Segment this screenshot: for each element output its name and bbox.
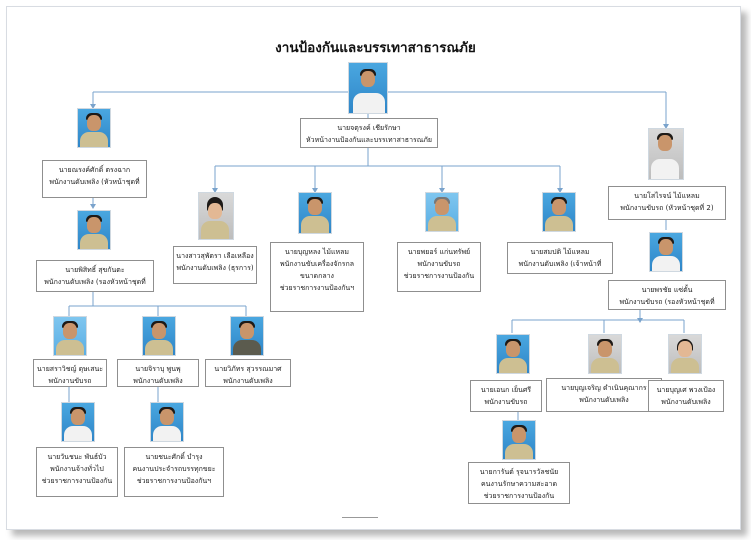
right2-box: นายพรชัย แซ่ตั้น พนักงานขับรถ (รองหัวหน้… xyxy=(608,280,726,310)
s2sub-name: นายชนะศักดิ์ บำรุง xyxy=(145,453,203,461)
s2-photo xyxy=(142,316,176,356)
head-name: นายจตุรงค์ เชียรักษา xyxy=(337,124,401,132)
r1sub-photo xyxy=(502,420,536,460)
m1-photo xyxy=(198,192,234,240)
s1sub-role: พนักงานจ้างทั่วไป xyxy=(50,465,104,473)
left2-role: พนักงานดับเพลิง (รองหัวหน้าชุดที่ xyxy=(44,278,146,286)
s1-role: พนักงานขับรถ xyxy=(48,377,92,385)
head-role: หัวหน้างานป้องกันและบรรเทาสาธารณภัย xyxy=(306,136,432,144)
r1sub-note: ช่วยราชการงานป้องกัน xyxy=(483,492,555,500)
m2-role: พนักงานขับเครื่องจักรกล xyxy=(279,260,355,268)
m2-role-cont: ขนาดกลาง xyxy=(300,272,334,280)
footer-divider xyxy=(342,517,378,518)
left1-photo xyxy=(77,108,111,148)
r2-name: นายบุญเจริญ ดำเนินคุณากร xyxy=(561,384,647,392)
m3-photo xyxy=(425,192,459,232)
r2-photo xyxy=(588,334,622,374)
s3-name: นายวิภัทร สุวรรณมาศ xyxy=(214,365,282,373)
s2sub-box: นายชนะศักดิ์ บำรุง คนงานประจำรถบรรทุกขยะ… xyxy=(124,447,224,497)
m3-role: พนักงานขับรถ xyxy=(417,260,461,268)
right2-name: นายพรชัย แซ่ตั้น xyxy=(641,286,693,294)
right1-photo xyxy=(648,128,684,180)
r3-role: พนักงานดับเพลิง xyxy=(661,398,711,406)
s1-box: นายสราวิชญ์ ดุษเสนะ พนักงานขับรถ xyxy=(33,359,107,387)
left2-photo xyxy=(77,210,111,250)
s2-box: นายจิราบุ พูนพุ พนักงานดับเพลิง xyxy=(117,359,199,387)
s2-name: นายจิราบุ พูนพุ xyxy=(135,365,181,373)
r3-photo xyxy=(668,334,702,374)
right1-role: พนักงานขับรถ (หัวหน้าชุดที่ 2) xyxy=(620,204,714,212)
m3-note: ช่วยราชการงานป้องกัน xyxy=(403,272,475,280)
s2sub-photo xyxy=(150,402,184,442)
s1sub-box: นายวันชนะ พันธ์บัว พนักงานจ้างทั่วไป ช่ว… xyxy=(36,447,118,497)
m2-note: ช่วยราชการงานป้องกันฯ xyxy=(279,284,355,292)
r1sub-name: นายการันต์ รุจนารวัลชนัย xyxy=(479,468,559,476)
m2-photo xyxy=(298,192,332,234)
m4-box: นายสมปติ ไม้แหลม พนักงานดับเพลิง (เจ้าหน… xyxy=(507,242,613,274)
left1-name: นายณรงค์ศักดิ์ ตรงฉาก xyxy=(58,166,131,174)
r1-photo xyxy=(496,334,530,374)
m2-name: นายบุญหลง ไม้แหลม xyxy=(285,248,349,256)
r2-role: พนักงานดับเพลิง xyxy=(579,396,629,404)
left1-box: นายณรงค์ศักดิ์ ตรงฉาก พนักงานดับเพลิง (ห… xyxy=(42,160,147,198)
s1sub-photo xyxy=(61,402,95,442)
r3-box: นายบุญเศ พวงเป้อง พนักงานดับเพลิง xyxy=(648,380,724,412)
left1-role: พนักงานดับเพลิง (หัวหน้าชุดที่ xyxy=(49,178,140,186)
s1sub-note: ช่วยราชการงานป้องกัน xyxy=(41,477,113,485)
m1-name: นางสาวสุพัตรา เลือเหลือง xyxy=(176,252,254,260)
m3-name: นายพยอร์ แก่นทรัพย์ xyxy=(407,248,471,256)
r1-role: พนักงานขับรถ xyxy=(484,398,528,406)
m4-name: นายสมปติ ไม้แหลม xyxy=(530,248,590,256)
r1-box: นายเอนก เย็นศรี พนักงานขับรถ xyxy=(470,380,542,412)
chart-title: งานป้องกันและบรรเทาสาธารณภัย xyxy=(275,40,476,56)
m3-box: นายพยอร์ แก่นทรัพย์ พนักงานขับรถ ช่วยราช… xyxy=(397,242,481,292)
s1-photo xyxy=(53,316,87,356)
right1-box: นายโสไรจน์ ไม้แหลม พนักงานขับรถ (หัวหน้า… xyxy=(608,186,726,220)
s3-photo xyxy=(230,316,264,356)
head-photo xyxy=(348,62,388,114)
s1-name: นายสราวิชญ์ ดุษเสนะ xyxy=(36,365,104,373)
r3-name: นายบุญเศ พวงเป้อง xyxy=(656,386,716,394)
right2-photo xyxy=(649,232,683,272)
left2-box: นายพิสิทธิ์ สุขกันตะ พนักงานดับเพลิง (รอ… xyxy=(36,260,154,292)
m4-role: พนักงานดับเพลิง (เจ้าหน้าที่ xyxy=(518,260,602,268)
m1-box: นางสาวสุพัตรา เลือเหลือง พนักงานดับเพลิง… xyxy=(173,246,257,284)
r1sub-box: นายการันต์ รุจนารวัลชนัย คนงานรักษาความส… xyxy=(468,462,570,504)
m2-box: นายบุญหลง ไม้แหลม พนักงานขับเครื่องจักรก… xyxy=(270,242,364,312)
r1sub-role: คนงานรักษาความสะอาด xyxy=(480,480,557,488)
head-box: นายจตุรงค์ เชียรักษา หัวหน้างานป้องกันแล… xyxy=(300,118,438,148)
m4-photo xyxy=(542,192,576,232)
s1sub-name: นายวันชนะ พันธ์บัว xyxy=(47,453,107,461)
right1-name: นายโสไรจน์ ไม้แหลม xyxy=(634,192,700,200)
r1-name: นายเอนก เย็นศรี xyxy=(480,386,532,394)
m1-role: พนักงานดับเพลิง (ธุรการ) xyxy=(176,264,254,272)
s3-box: นายวิภัทร สุวรรณมาศ พนักงานดับเพลิง xyxy=(205,359,291,387)
s2-role: พนักงานดับเพลิง xyxy=(133,377,183,385)
left2-name: นายพิสิทธิ์ สุขกันตะ xyxy=(65,266,125,274)
r2-box: นายบุญเจริญ ดำเนินคุณากร พนักงานดับเพลิง xyxy=(546,378,662,412)
s2sub-role: คนงานประจำรถบรรทุกขยะ xyxy=(132,465,216,473)
s2sub-note: ช่วยราชการงานป้องกันฯ xyxy=(136,477,212,485)
right2-role: พนักงานขับรถ (รองหัวหน้าชุดที่ xyxy=(619,298,715,306)
s3-role: พนักงานดับเพลิง xyxy=(223,377,273,385)
